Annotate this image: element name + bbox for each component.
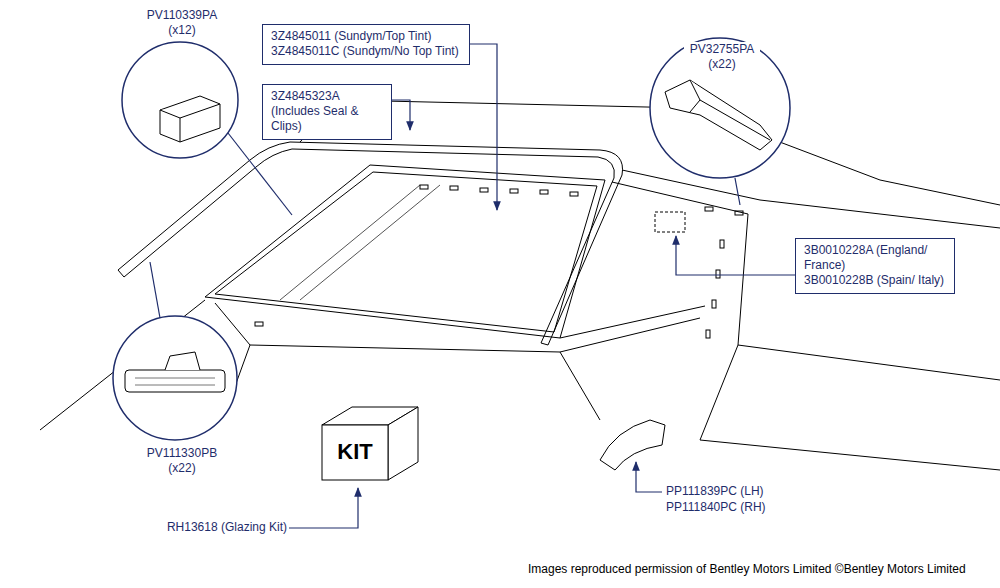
part-number: 3Z4845011C (Sundym/No Top Tint)	[271, 44, 461, 59]
part-label: PV110339PA (x12)	[138, 8, 226, 38]
part-label: PP111839PC (LH)	[664, 484, 788, 499]
part-number: 3B0010228A (England/ France)	[804, 243, 946, 273]
part-label: PV32755PA (x22)	[684, 42, 760, 72]
part-number: 3B0010228B (Spain/ Italy)	[804, 273, 946, 288]
part-number: 3Z4845323A (Includes Seal & Clips)	[271, 89, 383, 134]
part-number-box: 3B0010228A (England/ France)3B0010228B (…	[795, 238, 955, 294]
part-label: PP111840PC (RH)	[664, 500, 788, 515]
kit-text: KIT	[322, 427, 388, 477]
part-number-box: 3Z4845323A (Includes Seal & Clips)	[262, 84, 392, 140]
part-label: PV111330PB (x22)	[140, 446, 224, 476]
copyright-caption: Images reproduced permission of Bentley …	[528, 562, 966, 576]
part-number: 3Z4845011 (Sundym/Top Tint)	[271, 29, 461, 44]
part-label: RH13618 (Glazing Kit)	[150, 520, 289, 535]
part-number-box: 3Z4845011 (Sundym/Top Tint)3Z4845011C (S…	[262, 24, 470, 65]
kit-box: KIT	[322, 427, 388, 477]
